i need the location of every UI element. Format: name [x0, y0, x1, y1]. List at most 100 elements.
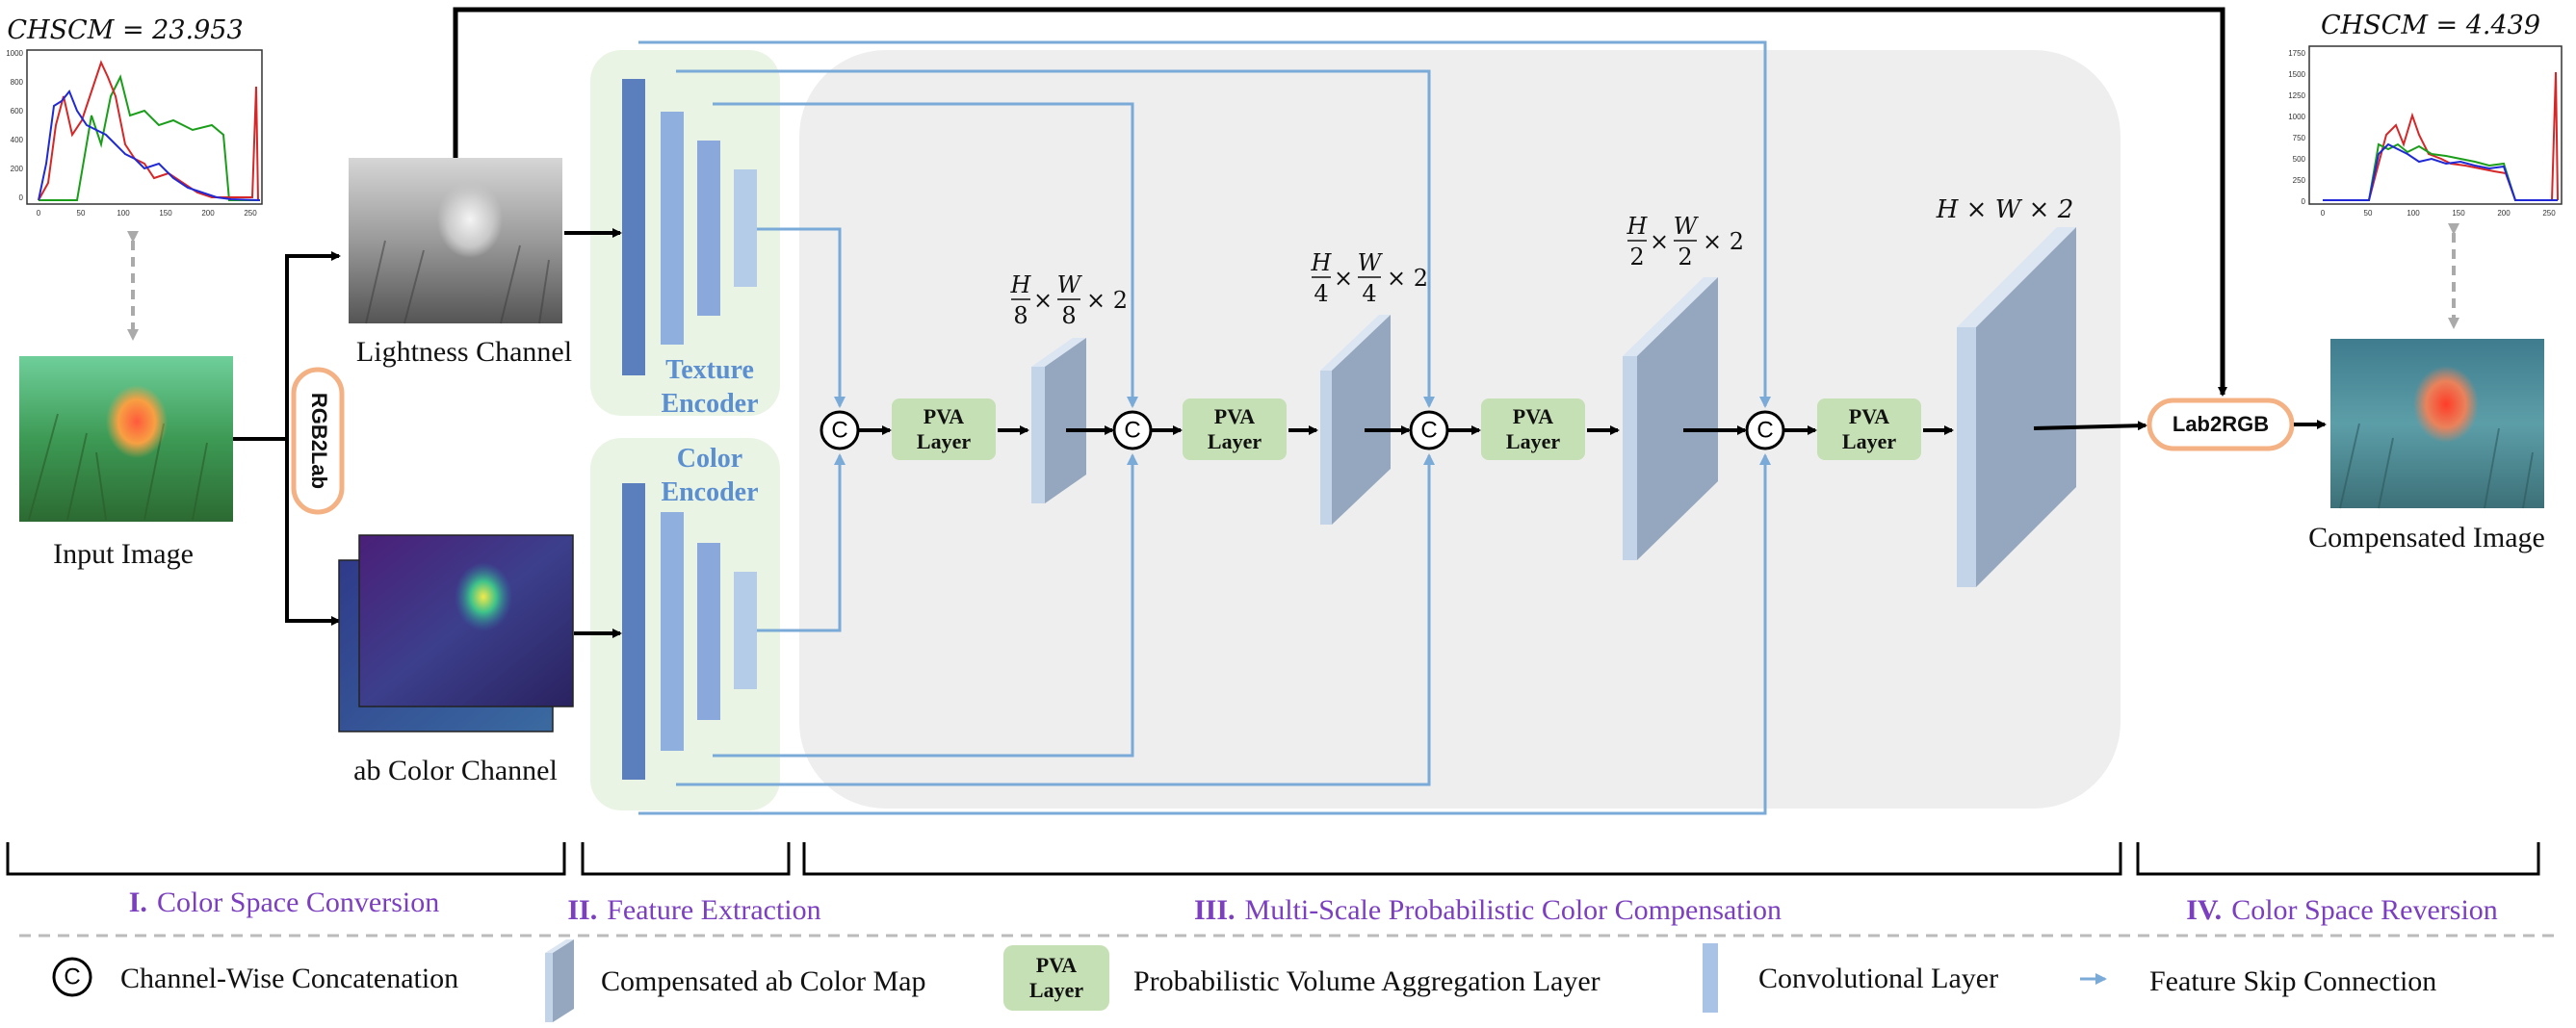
- svg-text:150: 150: [2452, 209, 2465, 218]
- dim-label-h8: H 8 × W 8 × 2: [1010, 271, 1128, 329]
- svg-text:4: 4: [1314, 280, 1328, 307]
- color-encoder-label-1: Color: [677, 444, 742, 474]
- left-histogram: 1000 800 600 400 200 0 0 50 100 150 200 …: [6, 49, 263, 218]
- svg-text:2: 2: [1678, 244, 1692, 270]
- svg-text:PVA: PVA: [924, 404, 964, 428]
- svg-text:C: C: [1124, 417, 1140, 443]
- svg-text:C: C: [64, 964, 80, 989]
- input-image-label: Input Image: [53, 538, 194, 570]
- lab2rgb-block: [2147, 398, 2295, 451]
- feature-map-h2: [1623, 277, 1718, 560]
- svg-text:100: 100: [2407, 209, 2420, 218]
- svg-text:C: C: [1420, 417, 1437, 443]
- color-conv-layer-4: [734, 572, 757, 689]
- svg-text:0: 0: [2321, 209, 2326, 218]
- texture-encoder-label-1: Texture: [665, 355, 754, 385]
- ab-color-image: [338, 534, 574, 732]
- svg-text:H: H: [1311, 249, 1333, 276]
- svg-text:1000: 1000: [2288, 113, 2305, 121]
- svg-text:8: 8: [1061, 302, 1076, 329]
- feature-skip-connections: [638, 40, 1771, 815]
- svg-text:W: W: [1674, 213, 1700, 240]
- svg-text:750: 750: [2293, 134, 2306, 142]
- color-conv-layer-3: [697, 543, 720, 720]
- pva-layer-4: PVA Layer: [1817, 398, 1921, 460]
- svg-text:H: H: [1626, 213, 1649, 240]
- svg-text:PVA: PVA: [1849, 404, 1889, 428]
- svg-text:250: 250: [2542, 209, 2556, 218]
- stage-3-label: III.Multi-Scale Probabilistic Color Comp…: [1194, 894, 1782, 926]
- svg-text:1000: 1000: [6, 49, 23, 58]
- lightness-skip-line: [453, 7, 2227, 397]
- left-chscm-metric: CHSCM = 23.953: [7, 15, 243, 45]
- svg-text:0: 0: [2302, 197, 2306, 206]
- texture-conv-layer-1: [622, 79, 645, 375]
- color-encoder-layers: [622, 483, 757, 780]
- texture-conv-layer-4: [734, 169, 757, 287]
- svg-text:100: 100: [117, 209, 130, 218]
- svg-text:W: W: [1057, 271, 1083, 298]
- svg-text:250: 250: [2293, 176, 2306, 185]
- svg-text:× 2: × 2: [1703, 228, 1744, 255]
- svg-text:500: 500: [2293, 155, 2306, 164]
- svg-text:Layer: Layer: [1842, 429, 1896, 453]
- svg-text:H: H: [1010, 271, 1032, 298]
- lab2rgb-label: Lab2RGB: [2173, 412, 2269, 436]
- stage-4-label: IV.Color Space Reversion: [2186, 894, 2498, 926]
- svg-text:PVA: PVA: [1513, 404, 1553, 428]
- flow-map4-lab2rgb: [2033, 421, 2147, 431]
- svg-text:600: 600: [11, 107, 24, 116]
- concat-4: C: [1745, 410, 1785, 450]
- feature-map-h8: [1031, 338, 1086, 503]
- svg-text:8: 8: [1013, 302, 1028, 329]
- legend-concat-icon: [52, 957, 92, 997]
- svg-text:W: W: [1358, 249, 1384, 276]
- svg-text:400: 400: [11, 136, 24, 144]
- svg-text:200: 200: [11, 165, 24, 173]
- stage-2-label: II.Feature Extraction: [567, 894, 820, 926]
- concat-1: C: [820, 410, 860, 450]
- ab-image-label: ab Color Channel: [353, 755, 558, 786]
- svg-text:800: 800: [11, 78, 24, 87]
- svg-text:× 2: × 2: [1387, 265, 1428, 292]
- legend-conv: Convolutional Layer: [1703, 943, 1998, 1013]
- svg-text:Layer: Layer: [1029, 978, 1083, 1002]
- svg-text:×: ×: [1033, 287, 1053, 314]
- svg-text:×: ×: [1334, 265, 1353, 292]
- svg-text:Layer: Layer: [1506, 429, 1560, 453]
- compensated-image-label: Compensated Image: [2308, 522, 2545, 553]
- svg-text:2: 2: [1629, 244, 1644, 270]
- legend-color-map-icon: [545, 939, 574, 1022]
- svg-text:150: 150: [159, 209, 172, 218]
- legend-concat-label: Channel-Wise Concatenation: [120, 963, 458, 994]
- texture-conv-layer-2: [661, 112, 684, 345]
- texture-encoder-label-2: Encoder: [661, 389, 758, 419]
- pva-layer-3: PVA Layer: [1481, 398, 1585, 460]
- color-encoder-label-2: Encoder: [661, 477, 758, 507]
- color-conv-layer-2: [661, 512, 684, 751]
- svg-text:Layer: Layer: [1208, 429, 1262, 453]
- svg-text:50: 50: [2364, 209, 2373, 218]
- legend-concat: C Channel-Wise Concatenation: [52, 957, 458, 997]
- svg-text:250: 250: [244, 209, 257, 218]
- svg-text:0: 0: [37, 209, 41, 218]
- dim-label-h4: H 4 × W 4 × 2: [1311, 249, 1428, 307]
- svg-text:0: 0: [19, 193, 24, 202]
- rgb2lab-label: RGB2Lab: [307, 393, 331, 489]
- split-down-line: [285, 439, 341, 626]
- legend-color-map-label: Compensated ab Color Map: [601, 965, 925, 997]
- concat-3: C: [1409, 410, 1449, 450]
- svg-text:200: 200: [201, 209, 215, 218]
- texture-conv-layer-3: [697, 141, 720, 316]
- svg-text:PVA: PVA: [1036, 953, 1077, 977]
- legend-pva-icon: [1003, 945, 1109, 1011]
- svg-text:Layer: Layer: [917, 429, 971, 453]
- legend-pva: PVA Layer Probabilistic Volume Aggregati…: [1003, 945, 1600, 1011]
- svg-text:1250: 1250: [2288, 91, 2305, 100]
- legend-conv-icon: [1703, 943, 1718, 1013]
- legend-conv-label: Convolutional Layer: [1758, 963, 1998, 994]
- right-chscm-metric: CHSCM = 4.439: [2321, 11, 2540, 40]
- dim-label-full: H × W × 2: [1936, 195, 2074, 224]
- svg-text:C: C: [1756, 417, 1773, 443]
